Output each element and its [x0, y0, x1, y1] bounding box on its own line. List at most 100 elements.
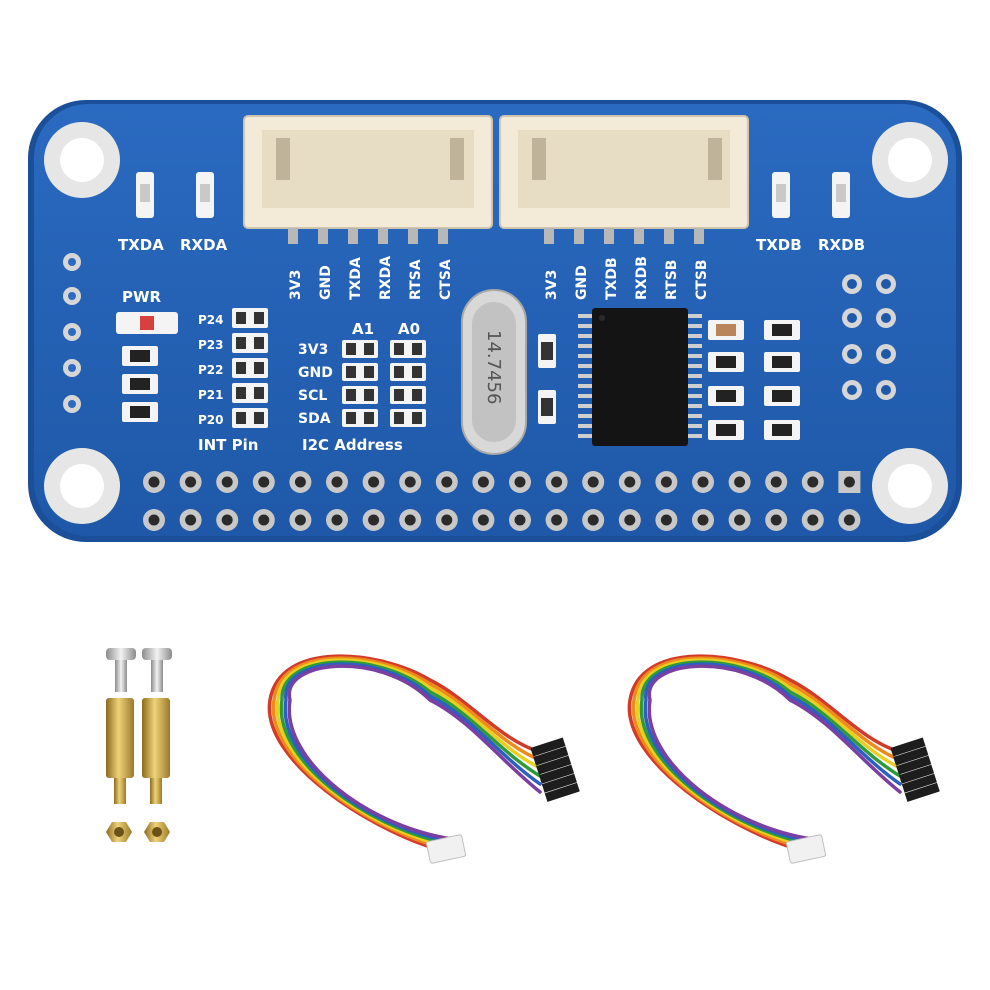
gpio-hole [545, 471, 568, 493]
standoff [142, 698, 170, 804]
gpio-hole [582, 471, 605, 493]
hex-nuts [106, 822, 170, 842]
gpio-hole [399, 509, 422, 531]
gpio-hole [765, 471, 788, 493]
port-b-pin-labels: 3V3 GND TXDB RXDB RTSB CTSB [544, 256, 710, 300]
smd-resistors-right [708, 320, 800, 440]
int-pin-label: P21 [198, 388, 224, 402]
pin-label: RXDA [378, 256, 394, 300]
addr-col-label: A1 [352, 320, 374, 338]
i2c-address-title: I2C Address [302, 436, 403, 454]
gpio-hole [143, 509, 165, 531]
gpio-hole [435, 509, 458, 531]
mounting-hole [44, 448, 120, 524]
smd-resistors [122, 346, 158, 422]
i2c-address-jumpers: A1 A0 3V3 GND SCL SDA I2C Address [298, 320, 426, 454]
dupont-connector [904, 782, 940, 802]
gpio-hole [252, 471, 275, 493]
led-label-txdb: TXDB [756, 236, 802, 254]
gpio-hole [545, 509, 568, 531]
dupont-connector [896, 755, 932, 775]
i2c-row-label: 3V3 [298, 342, 328, 358]
gpio-hole [655, 509, 678, 531]
port-a-pin-labels: 3V3 GND TXDA RXDA RTSA CTSA [288, 256, 454, 300]
standoff [106, 698, 134, 804]
gpio-hole [838, 471, 861, 493]
int-pin-label: P24 [198, 313, 224, 327]
addr-col-label: A0 [398, 320, 420, 338]
int-pin-label: P23 [198, 338, 224, 352]
i2c-row-label: SDA [298, 411, 331, 427]
dupont-connector [538, 764, 575, 784]
gpio-hole [435, 471, 458, 493]
nut [144, 822, 170, 842]
i2c-row-label: SCL [298, 388, 327, 404]
led-labels: TXDA RXDA TXDB RXDB PWR [118, 236, 865, 306]
dupont-connector [536, 755, 572, 775]
pin-label: 3V3 [544, 270, 560, 300]
cable-header-connector [785, 834, 827, 864]
gpio-hole [582, 509, 605, 531]
brass-standoffs [106, 698, 170, 804]
test-pad-array [842, 274, 896, 400]
gpio-hole [801, 471, 824, 493]
pin-label: GND [318, 265, 334, 300]
uart-expander-chip [578, 308, 702, 446]
gpio-hole [179, 509, 202, 531]
dupont-connector [530, 737, 566, 757]
led-label-txda: TXDA [118, 236, 164, 254]
dupont-connector [901, 773, 937, 793]
gpio-hole [216, 471, 239, 493]
dupont-connector [893, 746, 929, 766]
gpio-hole [655, 471, 678, 493]
uart-cable [627, 654, 940, 864]
gpio-hole [728, 471, 751, 493]
gpio-hole [801, 509, 824, 531]
int-pin-title: INT Pin [198, 436, 258, 454]
gpio-hole [179, 471, 202, 493]
gpio-hole [362, 471, 385, 493]
dupont-connector [544, 782, 580, 802]
gpio-hole [289, 509, 312, 531]
mounting-hole [872, 122, 948, 198]
mounting-holes [44, 122, 948, 524]
screw [106, 648, 136, 692]
dupont-connector [533, 746, 569, 766]
screws [106, 648, 172, 692]
gpio-hole [289, 471, 312, 493]
pin-label: TXDB [604, 257, 620, 300]
gpio-hole [692, 509, 714, 531]
gpio-hole [399, 471, 422, 493]
gpio-header-40pin [143, 471, 861, 531]
cable-wire [287, 664, 542, 842]
pin-label: GND [574, 265, 590, 300]
gpio-hole [216, 509, 239, 531]
mounting-hole [44, 122, 120, 198]
gpio-hole [143, 471, 165, 493]
gpio-hole [618, 471, 641, 493]
gpio-hole [509, 471, 531, 493]
gpio-hole [326, 509, 348, 531]
gpio-hole [692, 471, 714, 493]
gpio-hole [765, 509, 788, 531]
cable-wire [283, 662, 542, 844]
int-pin-jumpers: P24 P23 P22 P21 P20 INT Pin [198, 308, 268, 454]
uart-cable [267, 654, 580, 864]
gpio-hole [618, 509, 641, 531]
int-pin-label: P20 [198, 413, 224, 427]
led-label-rxdb: RXDB [818, 236, 865, 254]
pin-label: TXDA [348, 257, 364, 300]
gpio-hole [472, 509, 495, 531]
pin-label: CTSB [694, 259, 710, 300]
dupont-connector [890, 737, 926, 757]
gpio-hole [252, 509, 275, 531]
cable-wire [647, 664, 902, 842]
pin-label: RTSB [664, 260, 680, 300]
gpio-hole [838, 509, 861, 531]
gpio-hole [509, 509, 531, 531]
pin-label: CTSA [438, 259, 454, 300]
uart-connector-b [499, 115, 749, 244]
pin-label: 3V3 [288, 270, 304, 300]
crystal-oscillator: 14.7456 [461, 289, 527, 455]
